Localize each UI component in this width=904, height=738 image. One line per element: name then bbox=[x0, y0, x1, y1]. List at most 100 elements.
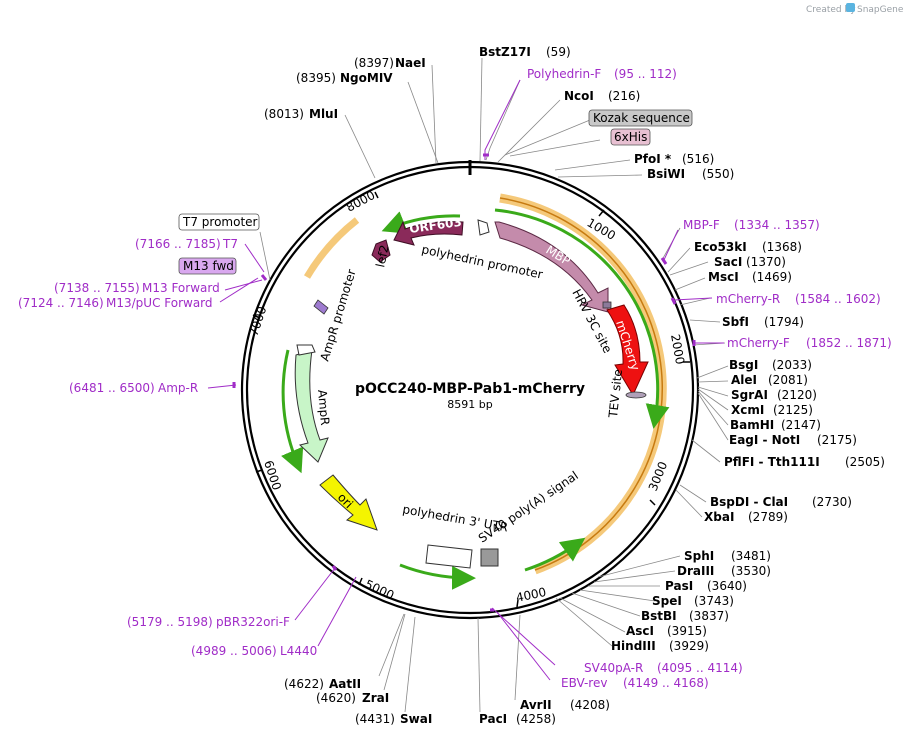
his-label: 6xHis bbox=[614, 130, 647, 144]
site-zrai: ZraI bbox=[362, 691, 389, 705]
site-asci-pos: (3915) bbox=[667, 624, 707, 638]
primer-mcherry-r: mCherry-R bbox=[716, 292, 780, 306]
tick-8000: 8000 bbox=[344, 188, 378, 215]
sv40-box bbox=[480, 548, 499, 567]
tev-label: TEV site bbox=[606, 369, 625, 420]
site-sbfi: SbfI bbox=[722, 315, 749, 329]
site-bspdi-clai: BspDI - ClaI bbox=[710, 495, 788, 509]
site-swai-pos: (4431) bbox=[355, 712, 395, 726]
site-ncoi-pos: (216) bbox=[608, 89, 640, 103]
credit-prefix: Created by bbox=[806, 5, 856, 15]
site-pasi: PasI bbox=[665, 579, 693, 593]
site-bsgi: BsgI bbox=[729, 358, 758, 372]
site-avrii: AvrII bbox=[520, 698, 552, 712]
primer-ebv-rev: EBV-rev bbox=[561, 676, 607, 690]
primer-marks bbox=[232, 153, 696, 612]
primer-m13puc-forward-pos: (7124 .. 7146) bbox=[18, 296, 104, 310]
site-sphi-pos: (3481) bbox=[731, 549, 771, 563]
green-arrow-sv40 bbox=[524, 537, 586, 572]
primer-polyhedrin-f-pos: (95 .. 112) bbox=[614, 67, 677, 81]
right-site-labels: BstZ17I (59) Polyhedrin-F (95 .. 112) Nc… bbox=[479, 45, 892, 712]
ampr-label: AmpR bbox=[315, 389, 332, 426]
primer-amp-r-pos: (6481 .. 6500) bbox=[69, 381, 155, 395]
primer-mbp-f-pos: (1334 .. 1357) bbox=[734, 218, 820, 232]
site-pfoi-pos: (516) bbox=[682, 152, 714, 166]
ampr-promoter-label: AmpR promoter bbox=[317, 268, 358, 363]
site-bstbi: BstBI bbox=[641, 609, 677, 623]
his-box bbox=[610, 128, 651, 146]
site-msci-pos: (1469) bbox=[752, 270, 792, 284]
ampr-promoter-arrow bbox=[313, 299, 329, 315]
orf603-arrow bbox=[393, 220, 464, 246]
green-arrow-right bbox=[494, 208, 670, 429]
site-xbai: XbaI bbox=[704, 510, 734, 524]
left-site-labels: (8397) NaeI (8395) NgoMIV (8013) MluI (7… bbox=[18, 56, 556, 726]
orf-track-main-line bbox=[499, 197, 663, 571]
site-bstbi-pos: (3837) bbox=[689, 609, 729, 623]
site-pfoi: PfoI * bbox=[634, 152, 672, 166]
site-bsiwi-pos: (550) bbox=[702, 167, 734, 181]
primer-polyhedrin-f: Polyhedrin-F bbox=[527, 67, 601, 81]
site-eco53ki-pos: (1368) bbox=[762, 240, 802, 254]
site-sbfi-pos: (1794) bbox=[764, 315, 804, 329]
tick-2000: 2000 bbox=[668, 333, 687, 366]
site-sgrai: SgrAI bbox=[731, 388, 768, 402]
site-xcmi-pos: (2125) bbox=[773, 403, 813, 417]
site-eco53ki: Eco53kI bbox=[694, 240, 747, 254]
site-pasi-pos: (3640) bbox=[707, 579, 747, 593]
primer-pbr322ori-f-pos: (5179 .. 5198) bbox=[127, 615, 213, 629]
site-hindiii: HindIII bbox=[611, 639, 656, 653]
site-naei: NaeI bbox=[395, 56, 426, 70]
primer-t7-pos: (7166 .. 7185) bbox=[135, 237, 221, 251]
site-xbai-pos: (2789) bbox=[748, 510, 788, 524]
primer-m13puc-forward: M13/pUC Forward bbox=[106, 296, 213, 310]
site-avrii-pos: (4208) bbox=[570, 698, 610, 712]
primer-mbp-f: MBP-F bbox=[683, 218, 720, 232]
polyhedrin-promoter-arrow bbox=[477, 219, 490, 236]
orf-track-left bbox=[303, 217, 360, 279]
kozak-label: Kozak sequence bbox=[593, 111, 690, 125]
m13-fwd-label: M13 fwd bbox=[183, 259, 234, 273]
leader-lines bbox=[259, 57, 729, 713]
primer-amp-r: Amp-R bbox=[158, 381, 198, 395]
tick-marks bbox=[252, 191, 690, 608]
kozak-box bbox=[588, 109, 693, 127]
site-draiii-pos: (3530) bbox=[731, 564, 771, 578]
site-paci: PacI bbox=[479, 712, 507, 726]
green-arrow-top bbox=[381, 211, 461, 234]
site-aatii-pos: (4622) bbox=[284, 677, 324, 691]
site-spei: SpeI bbox=[652, 594, 682, 608]
polyhedrin-promoter-label: polyhedrin promoter bbox=[420, 242, 544, 281]
site-bspdi-clai-pos: (2730) bbox=[812, 495, 852, 509]
site-saci-pos: (1370) bbox=[746, 255, 786, 269]
site-alei: AleI bbox=[731, 373, 757, 387]
site-ngomiv-pos: (8395) bbox=[296, 71, 336, 85]
site-msci: MscI bbox=[708, 270, 739, 284]
snapgene-logo-icon bbox=[846, 3, 855, 12]
site-spei-pos: (3743) bbox=[694, 594, 734, 608]
site-mlui: MluI bbox=[309, 107, 338, 121]
lef2-label: lef2 bbox=[373, 244, 391, 269]
primer-m13-forward-pos: (7138 .. 7155) bbox=[54, 281, 140, 295]
site-eagi-noti: EagI - NotI bbox=[729, 433, 800, 447]
primer-lines bbox=[207, 79, 724, 681]
primer-ebv-rev-pos: (4149 .. 4168) bbox=[623, 676, 709, 690]
primer-l4440-pos: (4989 .. 5006) bbox=[191, 644, 277, 658]
plasmid-length: 8591 bp bbox=[447, 398, 492, 411]
primer-sv40pa-r-pos: (4095 .. 4114) bbox=[657, 661, 743, 675]
site-sphi: SphI bbox=[684, 549, 714, 563]
primer-m13-forward: M13 Forward bbox=[142, 281, 220, 295]
site-bstz17i-pos: (59) bbox=[546, 45, 571, 59]
tev-marker bbox=[625, 391, 647, 399]
site-asci: AscI bbox=[626, 624, 654, 638]
plasmid-name: pOCC240-MBP-Pab1-mCherry bbox=[355, 381, 585, 397]
site-hindiii-pos: (3929) bbox=[669, 639, 709, 653]
site-bamhi-pos: (2147) bbox=[781, 418, 821, 432]
tick-4000: 4000 bbox=[515, 585, 548, 605]
primer-mcherry-r-pos: (1584 .. 1602) bbox=[795, 292, 881, 306]
site-bamhi: BamHI bbox=[730, 418, 774, 432]
site-ngomiv: NgoMIV bbox=[340, 71, 393, 85]
site-ncoi: NcoI bbox=[564, 89, 594, 103]
site-aatii: AatII bbox=[329, 677, 361, 691]
